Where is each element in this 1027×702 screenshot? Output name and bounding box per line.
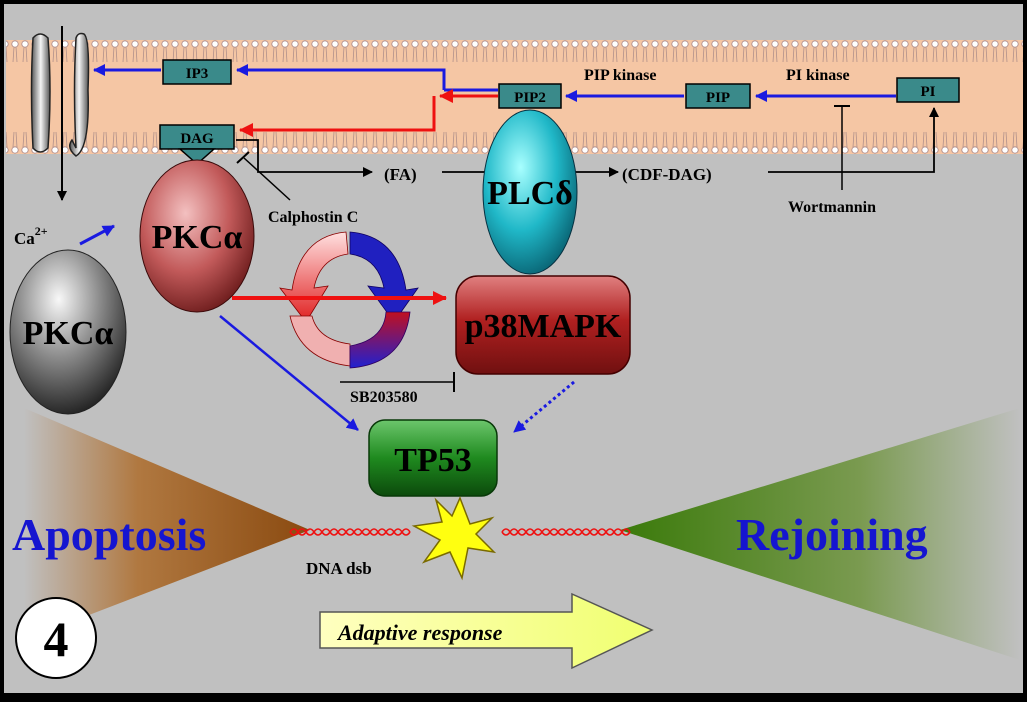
dna-strand xyxy=(289,528,631,536)
pkc-alpha-active: PKCα xyxy=(139,159,255,313)
plc-delta: PLCδ xyxy=(482,109,578,275)
pip2-box: PIP2 xyxy=(498,83,562,109)
svg-text:PIP2: PIP2 xyxy=(514,90,546,106)
svg-text:PIP: PIP xyxy=(706,90,730,106)
rejoining-wedge xyxy=(620,408,1020,660)
svg-text:PLCδ: PLCδ xyxy=(487,175,573,212)
calphostin-inhibition: Calphostin C xyxy=(236,151,358,226)
tp53: TP53 xyxy=(368,419,498,497)
svg-text:p38MAPK: p38MAPK xyxy=(465,308,622,345)
dag-recycling-path xyxy=(236,107,939,177)
cdf-dag-label: (CDF-DAG) xyxy=(622,165,712,184)
svg-text:PI: PI xyxy=(921,84,936,100)
pi-box: PI xyxy=(896,77,960,103)
ip3-box: IP3 xyxy=(162,59,232,85)
apoptosis-wedge xyxy=(24,408,310,640)
apoptosis-label: Apoptosis xyxy=(12,509,206,560)
adaptive-response-arrow: Adaptive response xyxy=(319,592,654,670)
pip-kinase-label: PIP kinase xyxy=(584,67,656,84)
svg-text:Wortmannin: Wortmannin xyxy=(788,199,876,216)
dag-box: DAG xyxy=(159,124,235,166)
svg-text:Adaptive response: Adaptive response xyxy=(336,620,503,645)
svg-text:DAG: DAG xyxy=(180,131,214,147)
pkc-alpha-inactive: PKCα xyxy=(9,249,127,415)
svg-text:PKCα: PKCα xyxy=(23,315,114,352)
p38-to-tp53-arrow xyxy=(513,380,575,434)
pi-kinase-label: PI kinase xyxy=(786,67,850,84)
pkc-to-tp53-arrow xyxy=(219,315,359,431)
pip-box: PIP xyxy=(685,83,751,109)
svg-text:TP53: TP53 xyxy=(394,442,471,479)
rejoining-label: Rejoining xyxy=(736,509,928,560)
svg-text:SB203580: SB203580 xyxy=(350,389,418,406)
dna-dsb-label: DNA dsb xyxy=(306,559,372,578)
fa-label: (FA) xyxy=(384,165,417,184)
calcium-channel xyxy=(30,26,90,201)
dsb-star-icon xyxy=(411,496,497,581)
calcium-label: Ca2+ xyxy=(14,224,48,248)
svg-text:PKCα: PKCα xyxy=(152,219,243,256)
calcium-to-pkc-arrow xyxy=(79,224,115,246)
sb203580-inhibition: SB203580 xyxy=(340,372,455,406)
phosphoinositide-arrows xyxy=(93,64,896,102)
svg-text:4: 4 xyxy=(44,611,69,667)
wortmannin-inhibition: Wortmannin xyxy=(788,105,876,216)
pip2-hydrolysis-arrows xyxy=(239,89,498,137)
p38-mapk: p38MAPK xyxy=(455,275,631,375)
panel-number-badge: 4 xyxy=(15,597,97,679)
svg-text:Calphostin C: Calphostin C xyxy=(268,209,358,226)
svg-text:IP3: IP3 xyxy=(186,66,209,82)
